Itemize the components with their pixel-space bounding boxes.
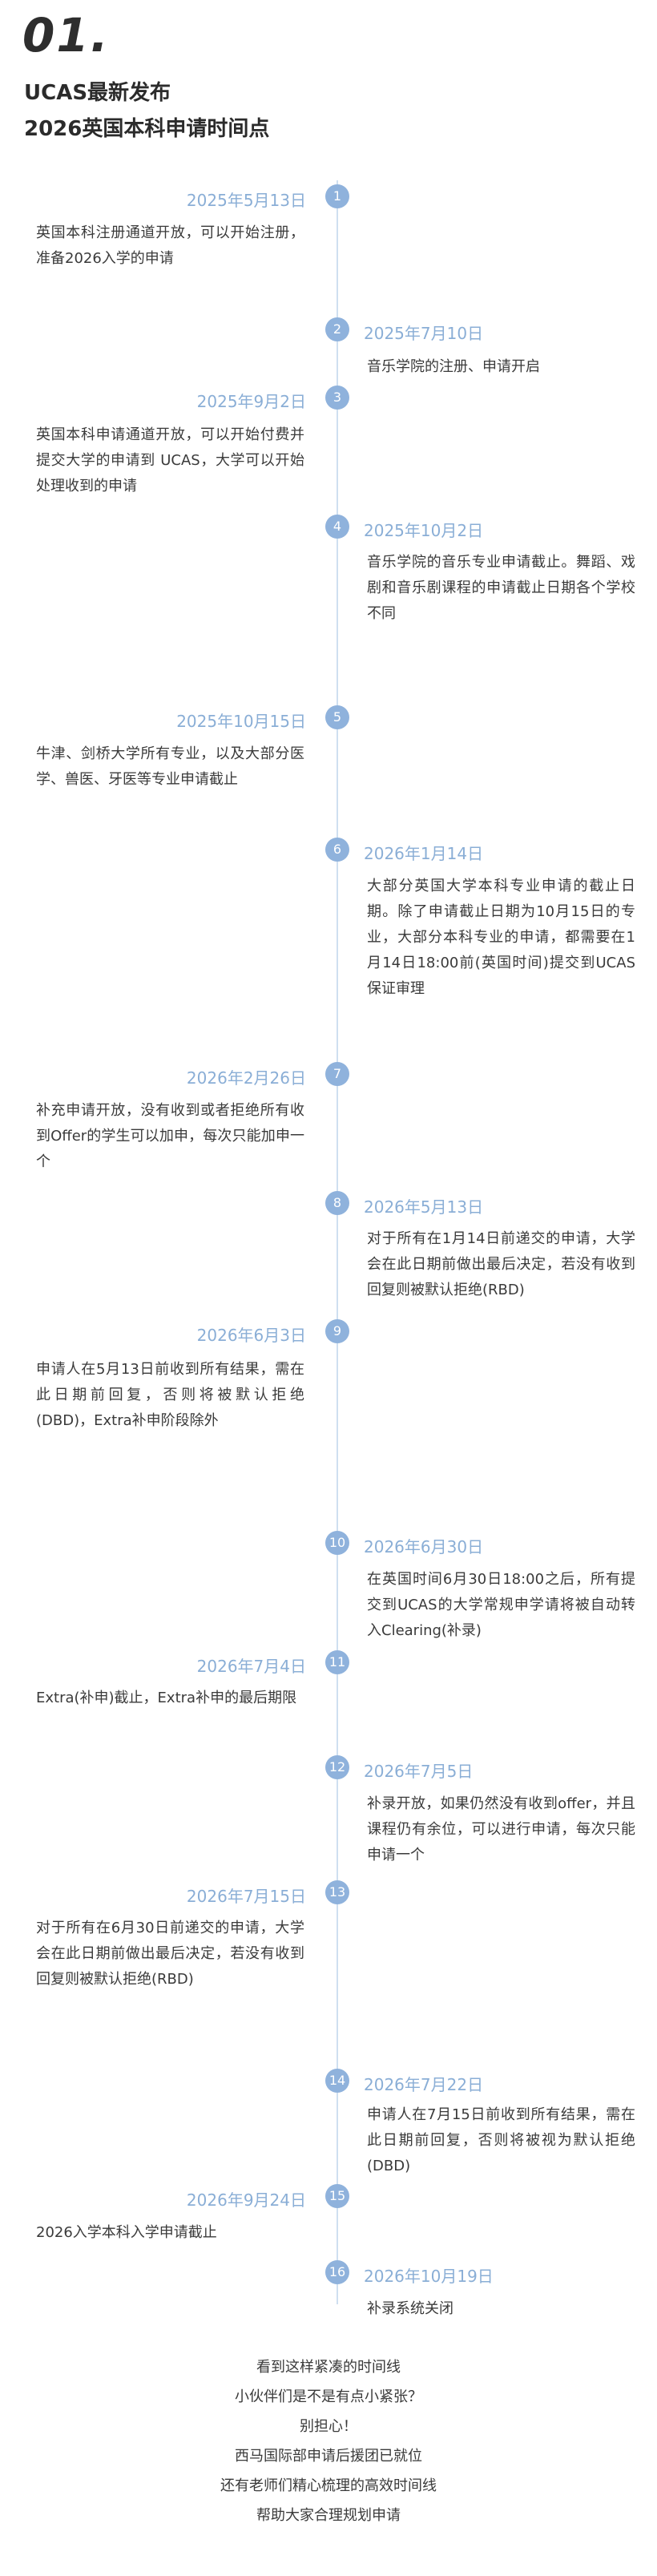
timeline-marker-4: 4 — [325, 515, 349, 539]
timeline-date-12: 2026年7月5日 — [364, 1762, 474, 1781]
timeline-line — [337, 180, 338, 2304]
timeline-marker-15: 15 — [325, 2184, 349, 2208]
timeline-marker-9: 9 — [325, 1319, 349, 1343]
timeline-desc-6: 大部分英国大学本科专业申请的截止日期。除了申请截止日期为10月15日的专业，大部… — [367, 878, 635, 997]
timeline-date-15: 2026年9月24日 — [186, 2190, 306, 2210]
timeline-desc-11: Extra(补申)截止，Extra补申的最后期限 — [36, 1690, 297, 1706]
timeline-marker-14: 14 — [325, 2069, 349, 2093]
closing-line-3: 别担心！ — [300, 2418, 357, 2435]
closing-line-5: 还有老师们精心梳理的高效时间线 — [220, 2477, 437, 2494]
timeline-desc-2: 音乐学院的注册、申请开启 — [367, 358, 540, 375]
closing-line-4: 西马国际部申请后援团已就位 — [235, 2448, 422, 2465]
section-number: 01. — [22, 8, 110, 63]
timeline-desc-5: 牛津、剑桥大学所有专业，以及大部分医学、兽医、牙医等专业申请截止 — [36, 745, 304, 788]
timeline-date-10: 2026年6月30日 — [364, 1537, 484, 1557]
timeline-marker-12: 12 — [325, 1755, 349, 1779]
page-title-line-2: 2026英国本科申请时间点 — [24, 117, 270, 141]
timeline-date-3: 2025年9月2日 — [196, 392, 306, 411]
timeline-marker-5: 5 — [325, 705, 349, 729]
timeline-marker-11: 11 — [325, 1650, 349, 1674]
timeline-desc-16: 补录系统关闭 — [367, 2300, 453, 2317]
timeline-marker-16: 16 — [325, 2260, 349, 2284]
timeline-desc-1: 英国本科注册通道开放，可以开始注册，准备2026入学的申请 — [36, 224, 304, 267]
timeline-date-11: 2026年7月4日 — [196, 1657, 306, 1676]
timeline-marker-1: 1 — [325, 184, 349, 208]
timeline-desc-7: 补充申请开放，没有收到或者拒绝所有收到Offer的学生可以加申，每次只能加申一个 — [36, 1102, 304, 1170]
closing-line-1: 看到这样紧凑的时间线 — [256, 2359, 401, 2376]
timeline-marker-3: 3 — [325, 386, 349, 410]
timeline-desc-3: 英国本科申请通道开放，可以开始付费并提交大学的申请到 UCAS，大学可以开始处理… — [36, 426, 304, 495]
timeline-date-9: 2026年6月3日 — [196, 1326, 306, 1345]
timeline-date-5: 2025年10月15日 — [176, 712, 306, 731]
timeline-marker-7: 7 — [325, 1062, 349, 1086]
timeline-desc-9: 申请人在5月13日前收到所有结果，需在此日期前回复，否则将被默认拒绝(DBD)，… — [36, 1361, 304, 1429]
timeline-marker-6: 6 — [325, 838, 349, 862]
timeline-desc-12: 补录开放，如果仍然没有收到offer，并且课程仍有余位，可以进行申请，每次只能申… — [367, 1795, 635, 1863]
timeline-date-14: 2026年7月22日 — [364, 2075, 484, 2094]
timeline-date-1: 2025年5月13日 — [186, 191, 306, 210]
timeline-desc-13: 对于所有在6月30日前递交的申请，大学会在此日期前做出最后决定，若没有收到回复则… — [36, 1920, 304, 1988]
closing-message: 看到这样紧凑的时间线 小伙伴们是不是有点小紧张？ 别担心！ 西马国际部申请后援团… — [0, 2352, 657, 2530]
timeline-date-7: 2026年2月26日 — [186, 1068, 306, 1088]
timeline-desc-4: 音乐学院的音乐专业申请截止。舞蹈、戏剧和音乐剧课程的申请截止日期各个学校不同 — [367, 554, 635, 622]
timeline-desc-8: 对于所有在1月14日前递交的申请，大学会在此日期前做出最后决定，若没有收到回复则… — [367, 1230, 635, 1298]
timeline-date-4: 2025年10月2日 — [364, 521, 484, 540]
timeline-date-16: 2026年10月19日 — [364, 2267, 494, 2286]
timeline-date-13: 2026年7月15日 — [186, 1887, 306, 1906]
timeline-desc-10: 在英国时间6月30日18:00之后，所有提交到UCAS的大学常规申学请将被自动转… — [367, 1571, 635, 1639]
timeline-date-8: 2026年5月13日 — [364, 1197, 484, 1217]
timeline-date-6: 2026年1月14日 — [364, 844, 484, 863]
closing-line-6: 帮助大家合理规划申请 — [256, 2507, 401, 2524]
closing-line-2: 小伙伴们是不是有点小紧张？ — [235, 2388, 422, 2405]
timeline-desc-14: 申请人在7月15日前收到所有结果，需在此日期前回复，否则将被视为默认拒绝(DBD… — [367, 2106, 635, 2174]
timeline-marker-13: 13 — [325, 1880, 349, 1904]
page-title-line-1: UCAS最新发布 — [24, 81, 171, 105]
timeline-marker-2: 2 — [325, 317, 349, 341]
timeline-date-2: 2025年7月10日 — [364, 324, 484, 343]
timeline-marker-10: 10 — [325, 1531, 349, 1555]
timeline-marker-8: 8 — [325, 1191, 349, 1215]
timeline-desc-15: 2026入学本科入学申请截止 — [36, 2224, 217, 2241]
